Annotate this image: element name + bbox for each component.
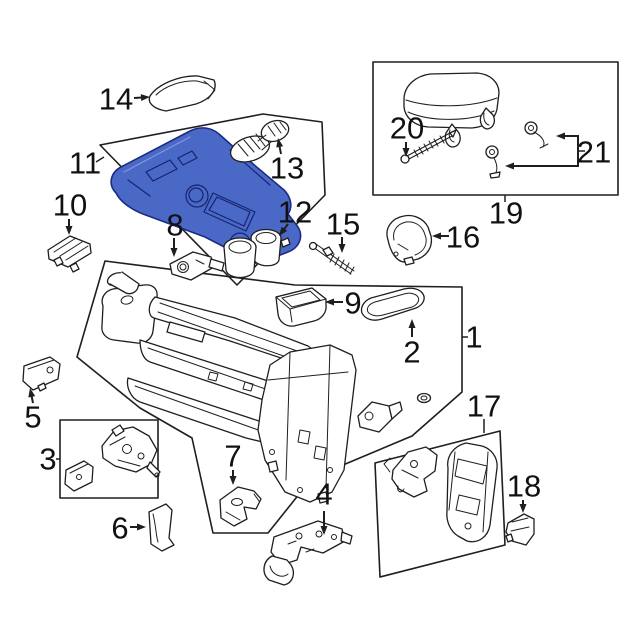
part-10-switch-bracket [47, 235, 92, 273]
callout-13-arrowhead [276, 138, 284, 148]
callout-13-label: 13 [270, 151, 304, 186]
callout-15-label: 15 [326, 207, 360, 242]
callout-8-arrowhead [170, 248, 178, 257]
part-12-cup-holder [223, 228, 291, 279]
part-plug-cylinder [106, 271, 140, 295]
part-7-support-bracket [219, 486, 262, 527]
callout-16-label: 16 [446, 220, 480, 255]
group-19-box [372, 61, 619, 196]
callout-21-line [511, 151, 579, 167]
part-6-closeout-panel [148, 503, 175, 552]
part-1-region-outline [76, 260, 463, 534]
callout-3-label: 3 [39, 442, 56, 477]
callout-21-arrowhead [505, 162, 514, 170]
group-17-box [374, 430, 506, 578]
callout-17-label: 17 [467, 389, 501, 424]
callout-7-arrowhead [229, 476, 237, 485]
part-19-armrest-lid [403, 72, 500, 148]
group-3-box [59, 419, 159, 499]
callout-10-label: 10 [53, 188, 87, 223]
callout-5-line [30, 393, 34, 404]
part-3-latch-kit [64, 424, 161, 492]
part-1-console-body [101, 284, 357, 504]
part-16-hinge-cover [386, 214, 433, 266]
part-15-screw [308, 241, 355, 275]
callout-11-line [95, 156, 105, 163]
callout-2-arrowhead [408, 319, 416, 328]
callout-20-label: 20 [390, 111, 424, 146]
part-2-rubber-mat [360, 287, 425, 321]
callout-9-label: 9 [344, 286, 361, 321]
callout-14-line [133, 96, 145, 99]
part-17-rear-panel-kit [383, 442, 498, 543]
callout-14-label: 14 [99, 82, 133, 117]
part-5-bracket-plate [22, 356, 61, 392]
callout-5-label: 5 [24, 400, 41, 435]
callout-21-arrowhead [556, 132, 565, 140]
callout-9-arrowhead [325, 298, 334, 306]
callout-21-label: 21 [577, 135, 611, 170]
callout-18-arrowhead [519, 504, 527, 513]
part-9-storage-bin [275, 287, 327, 327]
callout-20-arrowhead [402, 148, 410, 157]
callout-8-label: 8 [166, 208, 183, 243]
callout-14-arrowhead [140, 94, 150, 102]
callout-7-label: 7 [224, 439, 241, 474]
callout-11-label: 11 [69, 146, 101, 181]
callout-21-line [562, 135, 579, 151]
callout-6-arrowhead [137, 523, 146, 531]
callout-12-line [281, 223, 289, 232]
part-13-pad-insert [229, 119, 290, 163]
part-20-screw [400, 129, 457, 164]
part-latch-striker [357, 401, 403, 433]
part-4-mount-bracket [263, 520, 353, 586]
part-14-trim-strip [148, 75, 216, 112]
callout-12-label: 12 [278, 195, 312, 230]
callout-10-arrowhead [65, 226, 73, 235]
callout-13-line [278, 143, 282, 155]
callout-1-label: 1 [465, 320, 482, 355]
callout-18-label: 18 [507, 469, 541, 504]
callout-6-label: 6 [111, 511, 128, 546]
callout-15-arrowhead [338, 244, 346, 253]
part-grommet [416, 392, 432, 404]
part-8-outlet-bracket [169, 251, 225, 281]
callout-2-label: 2 [403, 335, 420, 370]
callout-16-arrowhead [432, 232, 441, 240]
callout-5-arrowhead [28, 388, 36, 398]
part-21-clips [485, 121, 549, 179]
callout-19-label: 19 [489, 196, 523, 231]
part-18-switch [505, 513, 535, 546]
callout-4-arrowhead [320, 526, 328, 535]
callout-4-label: 4 [315, 477, 332, 512]
